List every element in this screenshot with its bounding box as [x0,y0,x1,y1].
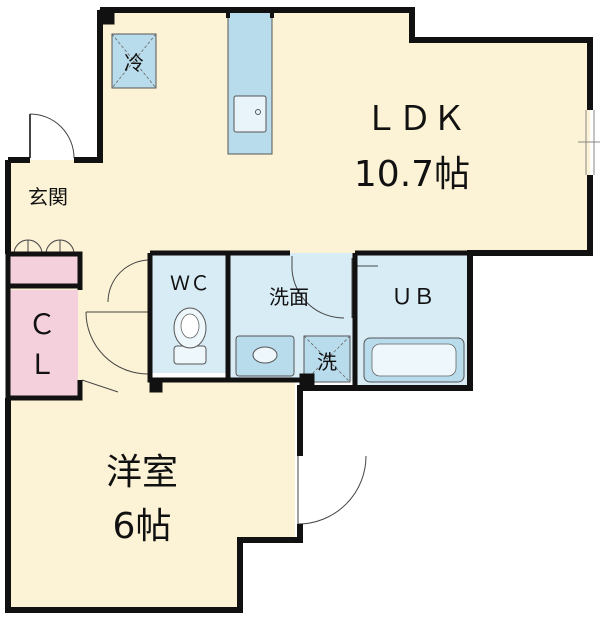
closet-floor [10,290,78,398]
toilet-seat [180,313,200,339]
washroom-label: 洗面 [269,285,309,309]
entrance-label: 玄関 [28,185,68,209]
wet-area-wall [147,250,470,388]
pillar [149,379,163,393]
basin-bowl [252,346,278,364]
balcony-door [297,455,367,525]
toilet-tank [173,345,207,365]
entrance-door [29,113,75,159]
western-room-size: 6帖 [113,506,172,547]
outer-wall [5,7,593,613]
doors [13,110,600,525]
western-room-name: 洋室 [106,452,178,493]
closet-wall [5,251,83,401]
fridge-diagonal [111,33,157,89]
entrance-closet-floor [10,254,78,284]
ldk-size: 10.7帖 [354,154,470,195]
closet-label-l: Ｌ [28,348,56,381]
kitchen-counter [227,11,273,155]
washer-diagonal [303,335,351,383]
washer-label: 洗 [317,350,337,374]
walls [5,7,593,613]
toilet [173,307,207,365]
ldk-name: ＬＤＫ [364,99,466,139]
bathtub-inner [371,343,457,377]
labels: ＬＤＫ 10.7帖 洋室 6帖 玄関 ＷＣ 洗面 ＵＢ Ｃ Ｌ 冷 洗 [28,51,470,547]
fridge-diagonal [111,33,157,89]
main-floor-area [10,10,590,610]
kitchen-sink [233,95,267,133]
wc-label: ＷＣ [170,271,210,295]
fridge-label: 冷 [124,51,144,75]
western-room-door [85,311,149,375]
bath-label: ＵＢ [391,285,435,310]
closet-label-c: Ｃ [28,308,56,341]
closet-door [81,379,119,393]
washroom-door [291,256,345,319]
wc-door [107,259,151,303]
sink-drain [255,109,261,115]
pillar [99,9,115,25]
pillar [299,373,315,389]
